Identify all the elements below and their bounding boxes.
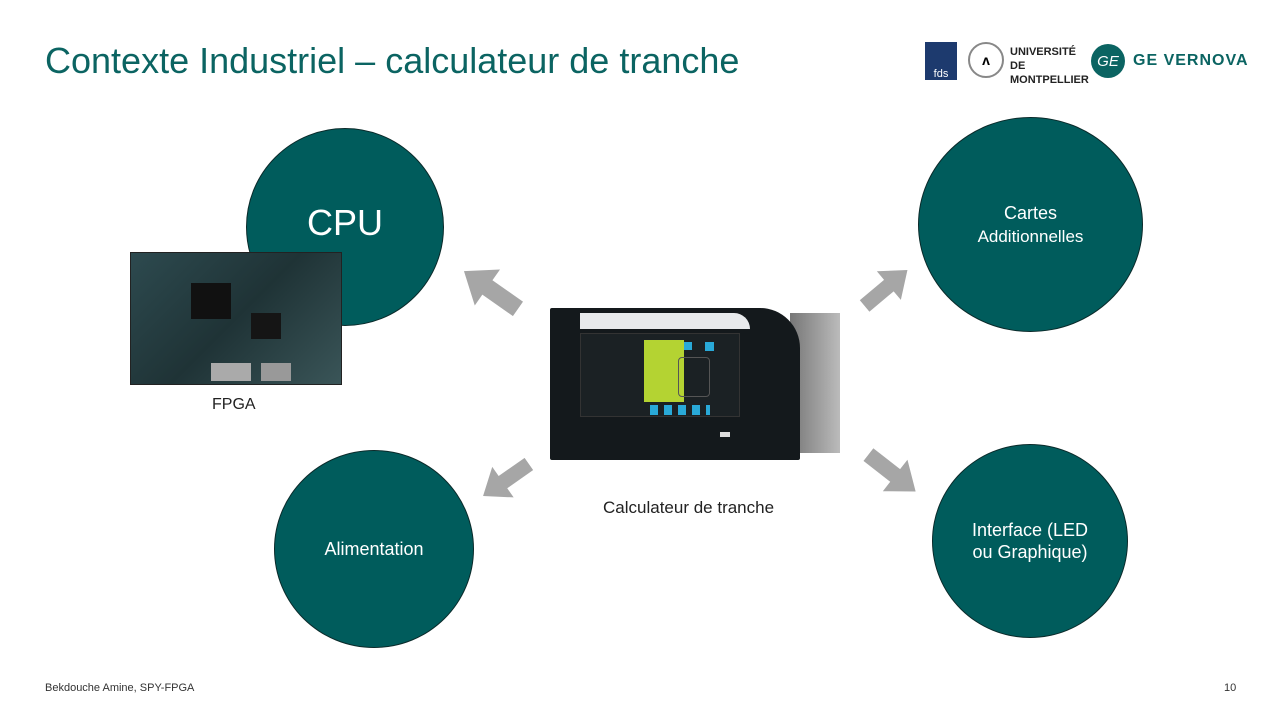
interface-label-line2: ou Graphique) (972, 542, 1088, 562)
calculateur-device-image (550, 305, 840, 460)
page-number: 10 (1224, 682, 1237, 694)
logo-ge-vernova: GE VERNOVA (1133, 52, 1249, 69)
circle-interface: Interface (LED ou Graphique) (932, 444, 1128, 638)
arrow-to-interface-icon (863, 448, 916, 492)
fpga-label: FPGA (212, 396, 256, 413)
cartes-label-line2: Additionnelles (977, 226, 1084, 246)
logo-fds: fds (925, 42, 957, 80)
cpu-label: CPU (306, 202, 383, 243)
cartes-label-line1: Cartes (1003, 202, 1057, 223)
arrow-to-cpu-icon (463, 269, 524, 317)
interface-label-line1: Interface (LED (971, 520, 1089, 540)
device-label: Calculateur de tranche (603, 498, 775, 517)
slide-title: Contexte Industriel – calculateur de tra… (45, 40, 740, 81)
footer-author: Bekdouche Amine, SPY-FPGA (45, 682, 195, 694)
circle-alimentation: Alimentation (274, 450, 474, 648)
logo-um-text: UNIVERSITÉ DE MONTPELLIER (1010, 46, 1089, 86)
arrow-to-cartes-icon (859, 270, 908, 312)
logo-ge-monogram: GE (1091, 44, 1125, 78)
logo-um-seal: ᴧ (968, 42, 1004, 78)
fpga-board-image (130, 252, 342, 385)
circle-cartes-additionnelles: Cartes Additionnelles (918, 117, 1143, 332)
arrow-to-alimentation-icon (483, 457, 534, 498)
alimentation-label: Alimentation (324, 538, 424, 559)
